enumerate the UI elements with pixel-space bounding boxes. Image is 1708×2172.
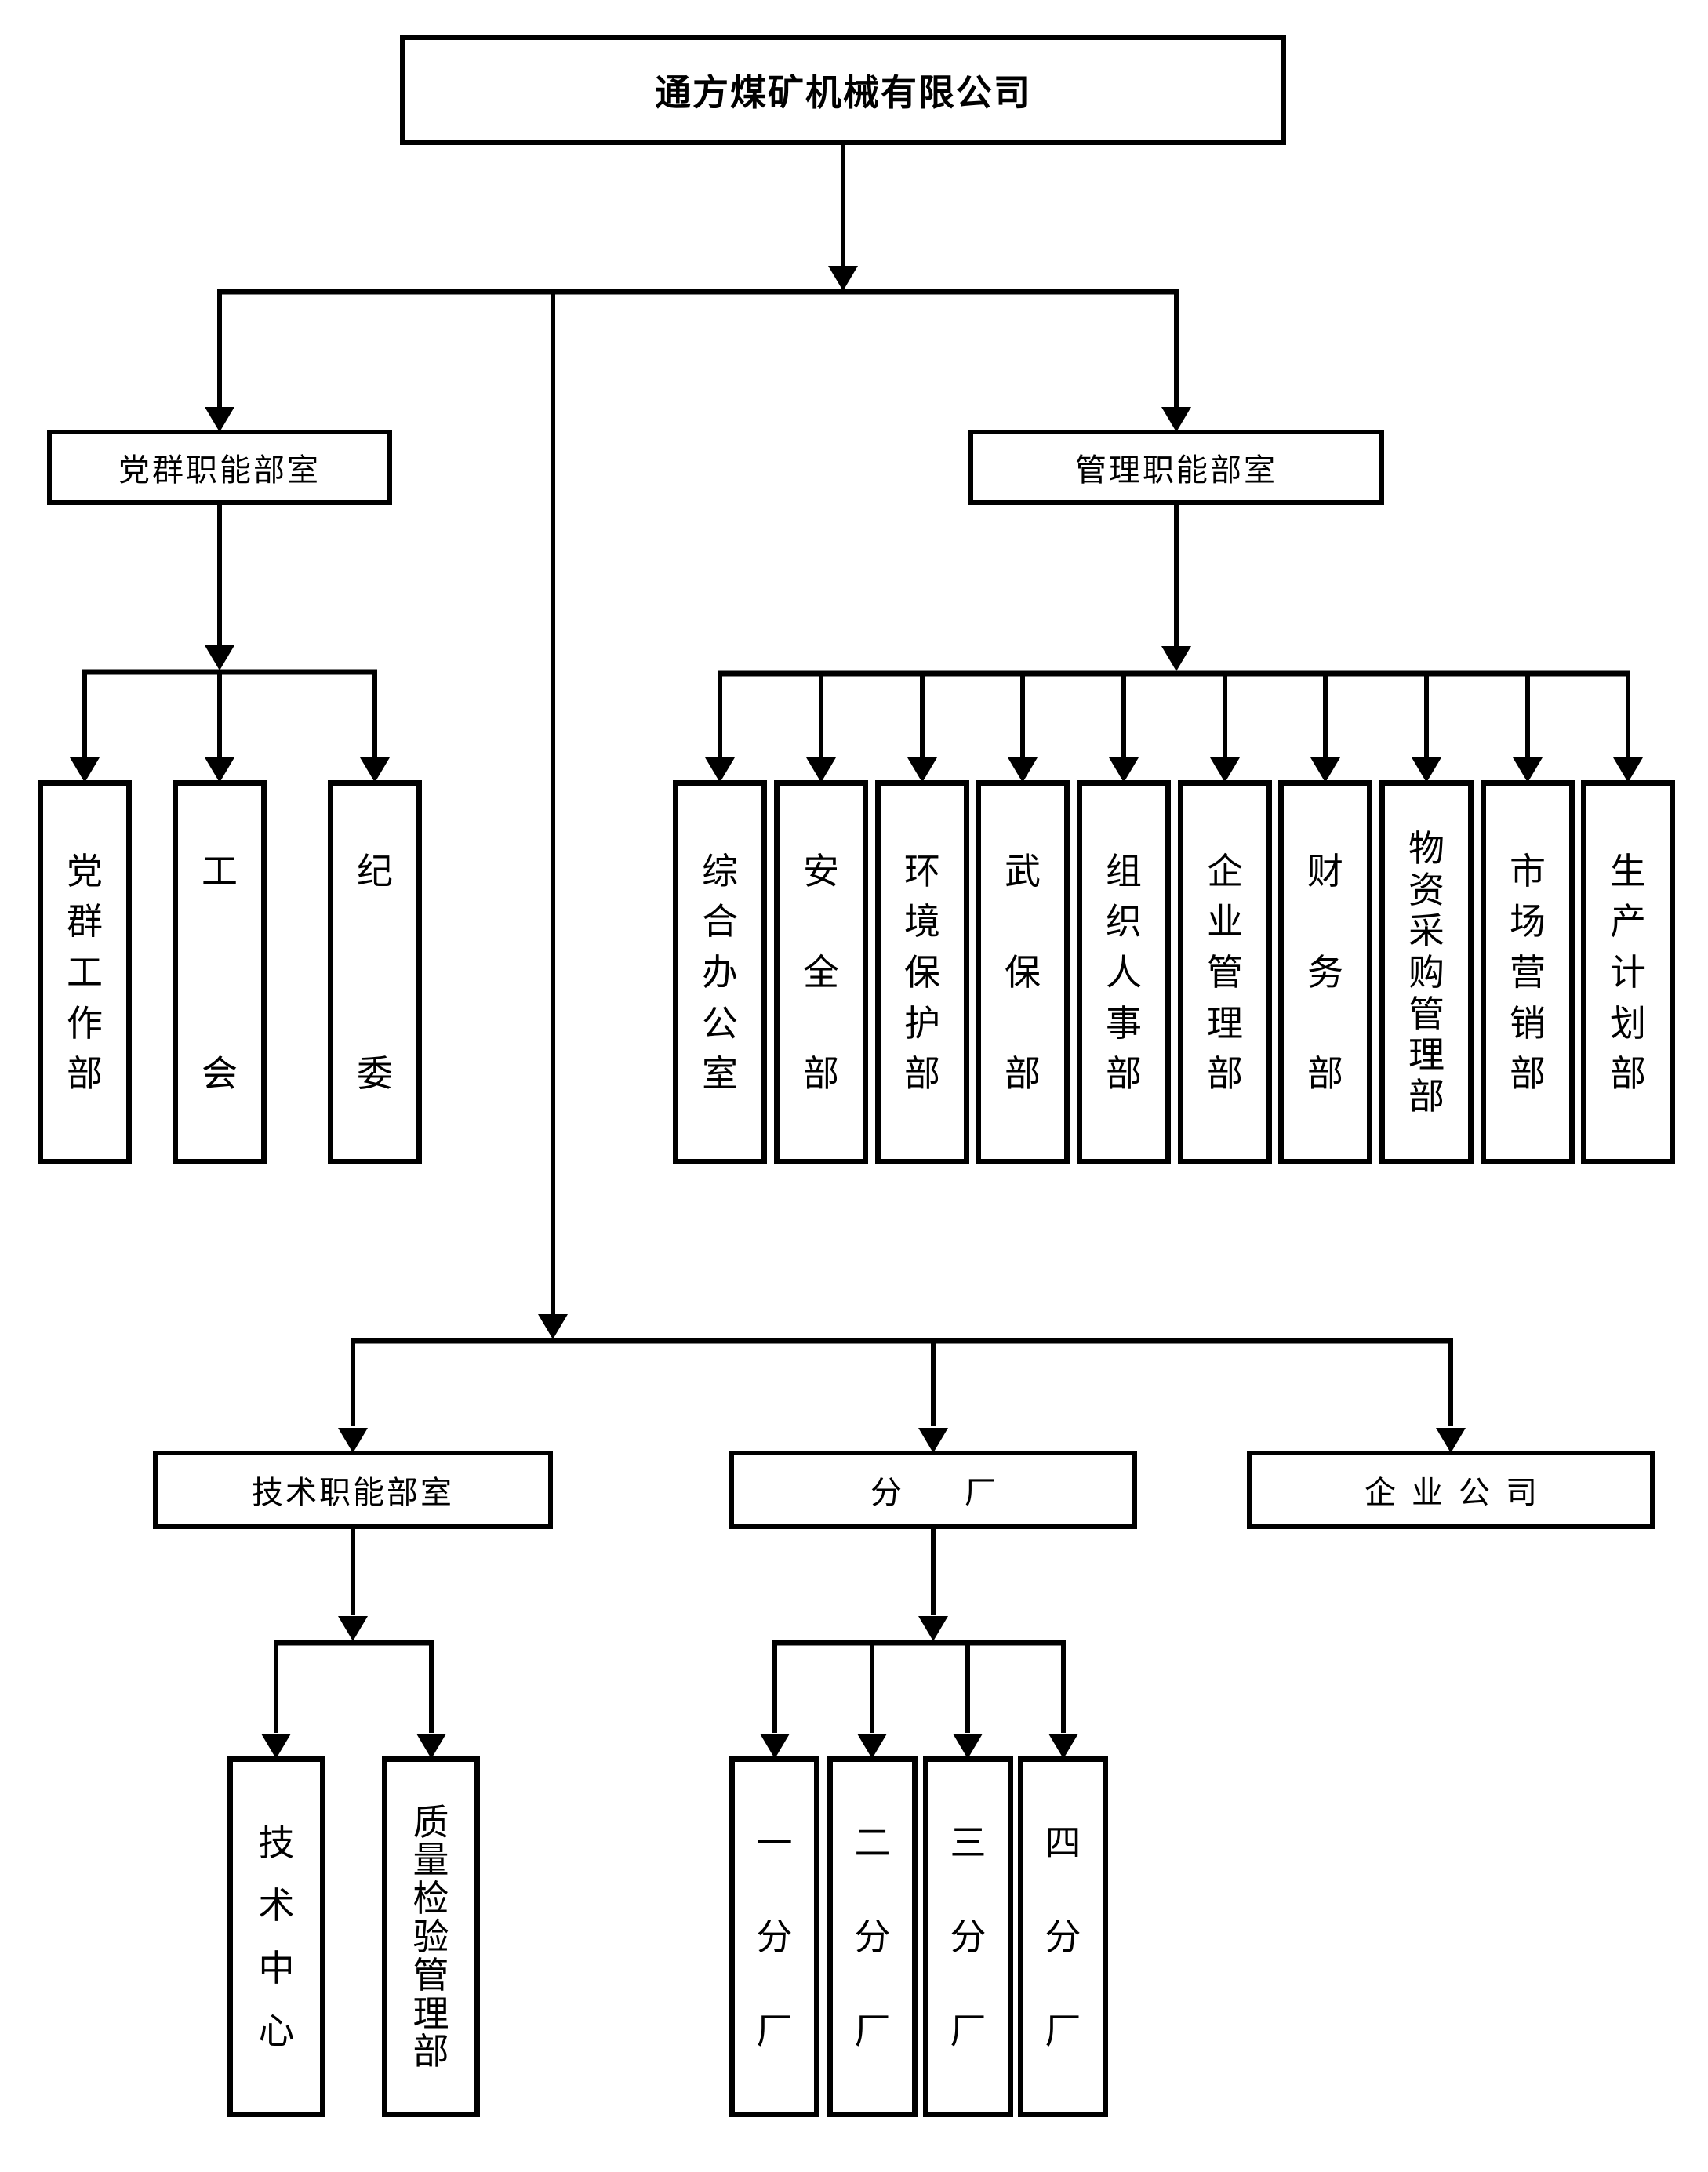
org-node-production-planning-dept-label: 生产计划部 bbox=[1610, 849, 1646, 1095]
org-node-branch-factory-3: 三分厂 bbox=[923, 1756, 1013, 2117]
org-node-quality-inspection-dept: 质量检验管理部 bbox=[382, 1756, 480, 2117]
org-node-party-mass-depts-label: 党群职能部室 bbox=[118, 452, 321, 489]
org-node-branch-factories-label: 分厂 bbox=[870, 1475, 1059, 1511]
org-node-branch-factory-1: 一分厂 bbox=[729, 1756, 819, 2117]
org-node-organization-personnel-dept: 组织人事部 bbox=[1077, 780, 1171, 1164]
org-node-branch-factories: 分厂 bbox=[729, 1451, 1137, 1529]
org-node-enterprise-companies: 企业公司 bbox=[1247, 1451, 1655, 1529]
org-node-management-depts: 管理职能部室 bbox=[968, 430, 1384, 505]
org-node-general-office-label: 综合办公室 bbox=[702, 849, 738, 1095]
org-node-party-mass-work-dept: 党群工作部 bbox=[38, 780, 132, 1164]
org-node-technical-depts-label: 技术职能部室 bbox=[252, 1475, 454, 1511]
org-node-security-dept: 武保部 bbox=[976, 780, 1070, 1164]
org-node-discipline-committee: 纪委 bbox=[328, 780, 422, 1164]
org-node-marketing-dept: 市场营销部 bbox=[1481, 780, 1575, 1164]
org-node-production-planning-dept: 生产计划部 bbox=[1581, 780, 1675, 1164]
org-node-materials-procurement-dept-label: 物资采购管理部 bbox=[1408, 827, 1445, 1117]
org-node-party-mass-depts: 党群职能部室 bbox=[47, 430, 392, 505]
org-node-safety-dept-label: 安全部 bbox=[803, 849, 839, 1095]
org-node-enterprise-companies-label: 企业公司 bbox=[1365, 1475, 1553, 1511]
org-node-finance-dept-label: 财务部 bbox=[1307, 849, 1343, 1095]
org-node-labor-union-label: 工会 bbox=[202, 849, 238, 1095]
org-node-company-label: 通方煤矿机械有限公司 bbox=[655, 71, 1031, 114]
org-node-branch-factory-2: 二分厂 bbox=[827, 1756, 918, 2117]
org-node-organization-personnel-dept-label: 组织人事部 bbox=[1106, 849, 1142, 1095]
org-node-branch-factory-1-label: 一分厂 bbox=[756, 1822, 793, 2052]
org-node-labor-union: 工会 bbox=[173, 780, 267, 1164]
org-node-environmental-protection-dept: 环境保护部 bbox=[875, 780, 969, 1164]
org-node-materials-procurement-dept: 物资采购管理部 bbox=[1379, 780, 1474, 1164]
org-node-enterprise-management-dept-label: 企业管理部 bbox=[1207, 849, 1243, 1095]
org-node-quality-inspection-dept-label: 质量检验管理部 bbox=[412, 1800, 449, 2073]
org-node-technical-depts: 技术职能部室 bbox=[153, 1451, 553, 1529]
org-node-branch-factory-4-label: 四分厂 bbox=[1045, 1822, 1081, 2052]
org-node-branch-factory-4: 四分厂 bbox=[1018, 1756, 1108, 2117]
org-node-party-mass-work-dept-label: 党群工作部 bbox=[67, 849, 103, 1095]
org-node-management-depts-label: 管理职能部室 bbox=[1075, 452, 1277, 489]
org-node-security-dept-label: 武保部 bbox=[1005, 849, 1041, 1095]
org-node-safety-dept: 安全部 bbox=[774, 780, 868, 1164]
org-node-technology-center-label: 技术中心 bbox=[258, 1822, 295, 2052]
org-node-technology-center: 技术中心 bbox=[227, 1756, 325, 2117]
org-node-marketing-dept-label: 市场营销部 bbox=[1510, 849, 1546, 1095]
arrowheads bbox=[70, 266, 1643, 1759]
org-node-branch-factory-2-label: 二分厂 bbox=[854, 1822, 891, 2052]
org-node-discipline-committee-label: 纪委 bbox=[357, 849, 393, 1095]
org-node-branch-factory-3-label: 三分厂 bbox=[950, 1822, 987, 2052]
org-node-general-office: 综合办公室 bbox=[673, 780, 767, 1164]
org-node-company: 通方煤矿机械有限公司 bbox=[400, 35, 1286, 145]
org-node-finance-dept: 财务部 bbox=[1278, 780, 1372, 1164]
org-node-enterprise-management-dept: 企业管理部 bbox=[1178, 780, 1272, 1164]
org-node-environmental-protection-dept-label: 环境保护部 bbox=[904, 849, 940, 1095]
